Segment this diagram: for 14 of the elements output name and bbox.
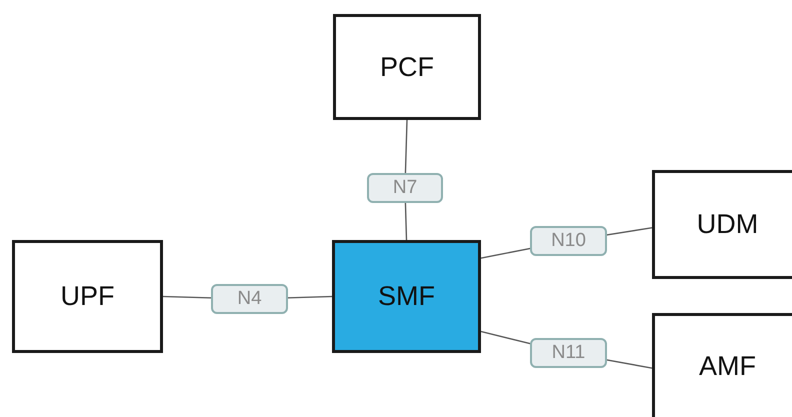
- network-function-box: [652, 313, 792, 417]
- function-name: PCF: [380, 52, 434, 82]
- function-name: AMF: [699, 351, 756, 382]
- network-function-box: [652, 170, 792, 279]
- function-name: SMF: [378, 281, 435, 312]
- function-name: UDM: [696, 209, 758, 240]
- interface-label: N10: [530, 226, 607, 256]
- interface-label: N4: [211, 284, 288, 314]
- function-name: UPF: [60, 281, 114, 312]
- network-function-box: [333, 14, 481, 120]
- network-function-box: [332, 240, 481, 353]
- network-function-box: [12, 240, 163, 353]
- interface-label: N11: [530, 338, 607, 368]
- interface-label: N7: [367, 173, 443, 203]
